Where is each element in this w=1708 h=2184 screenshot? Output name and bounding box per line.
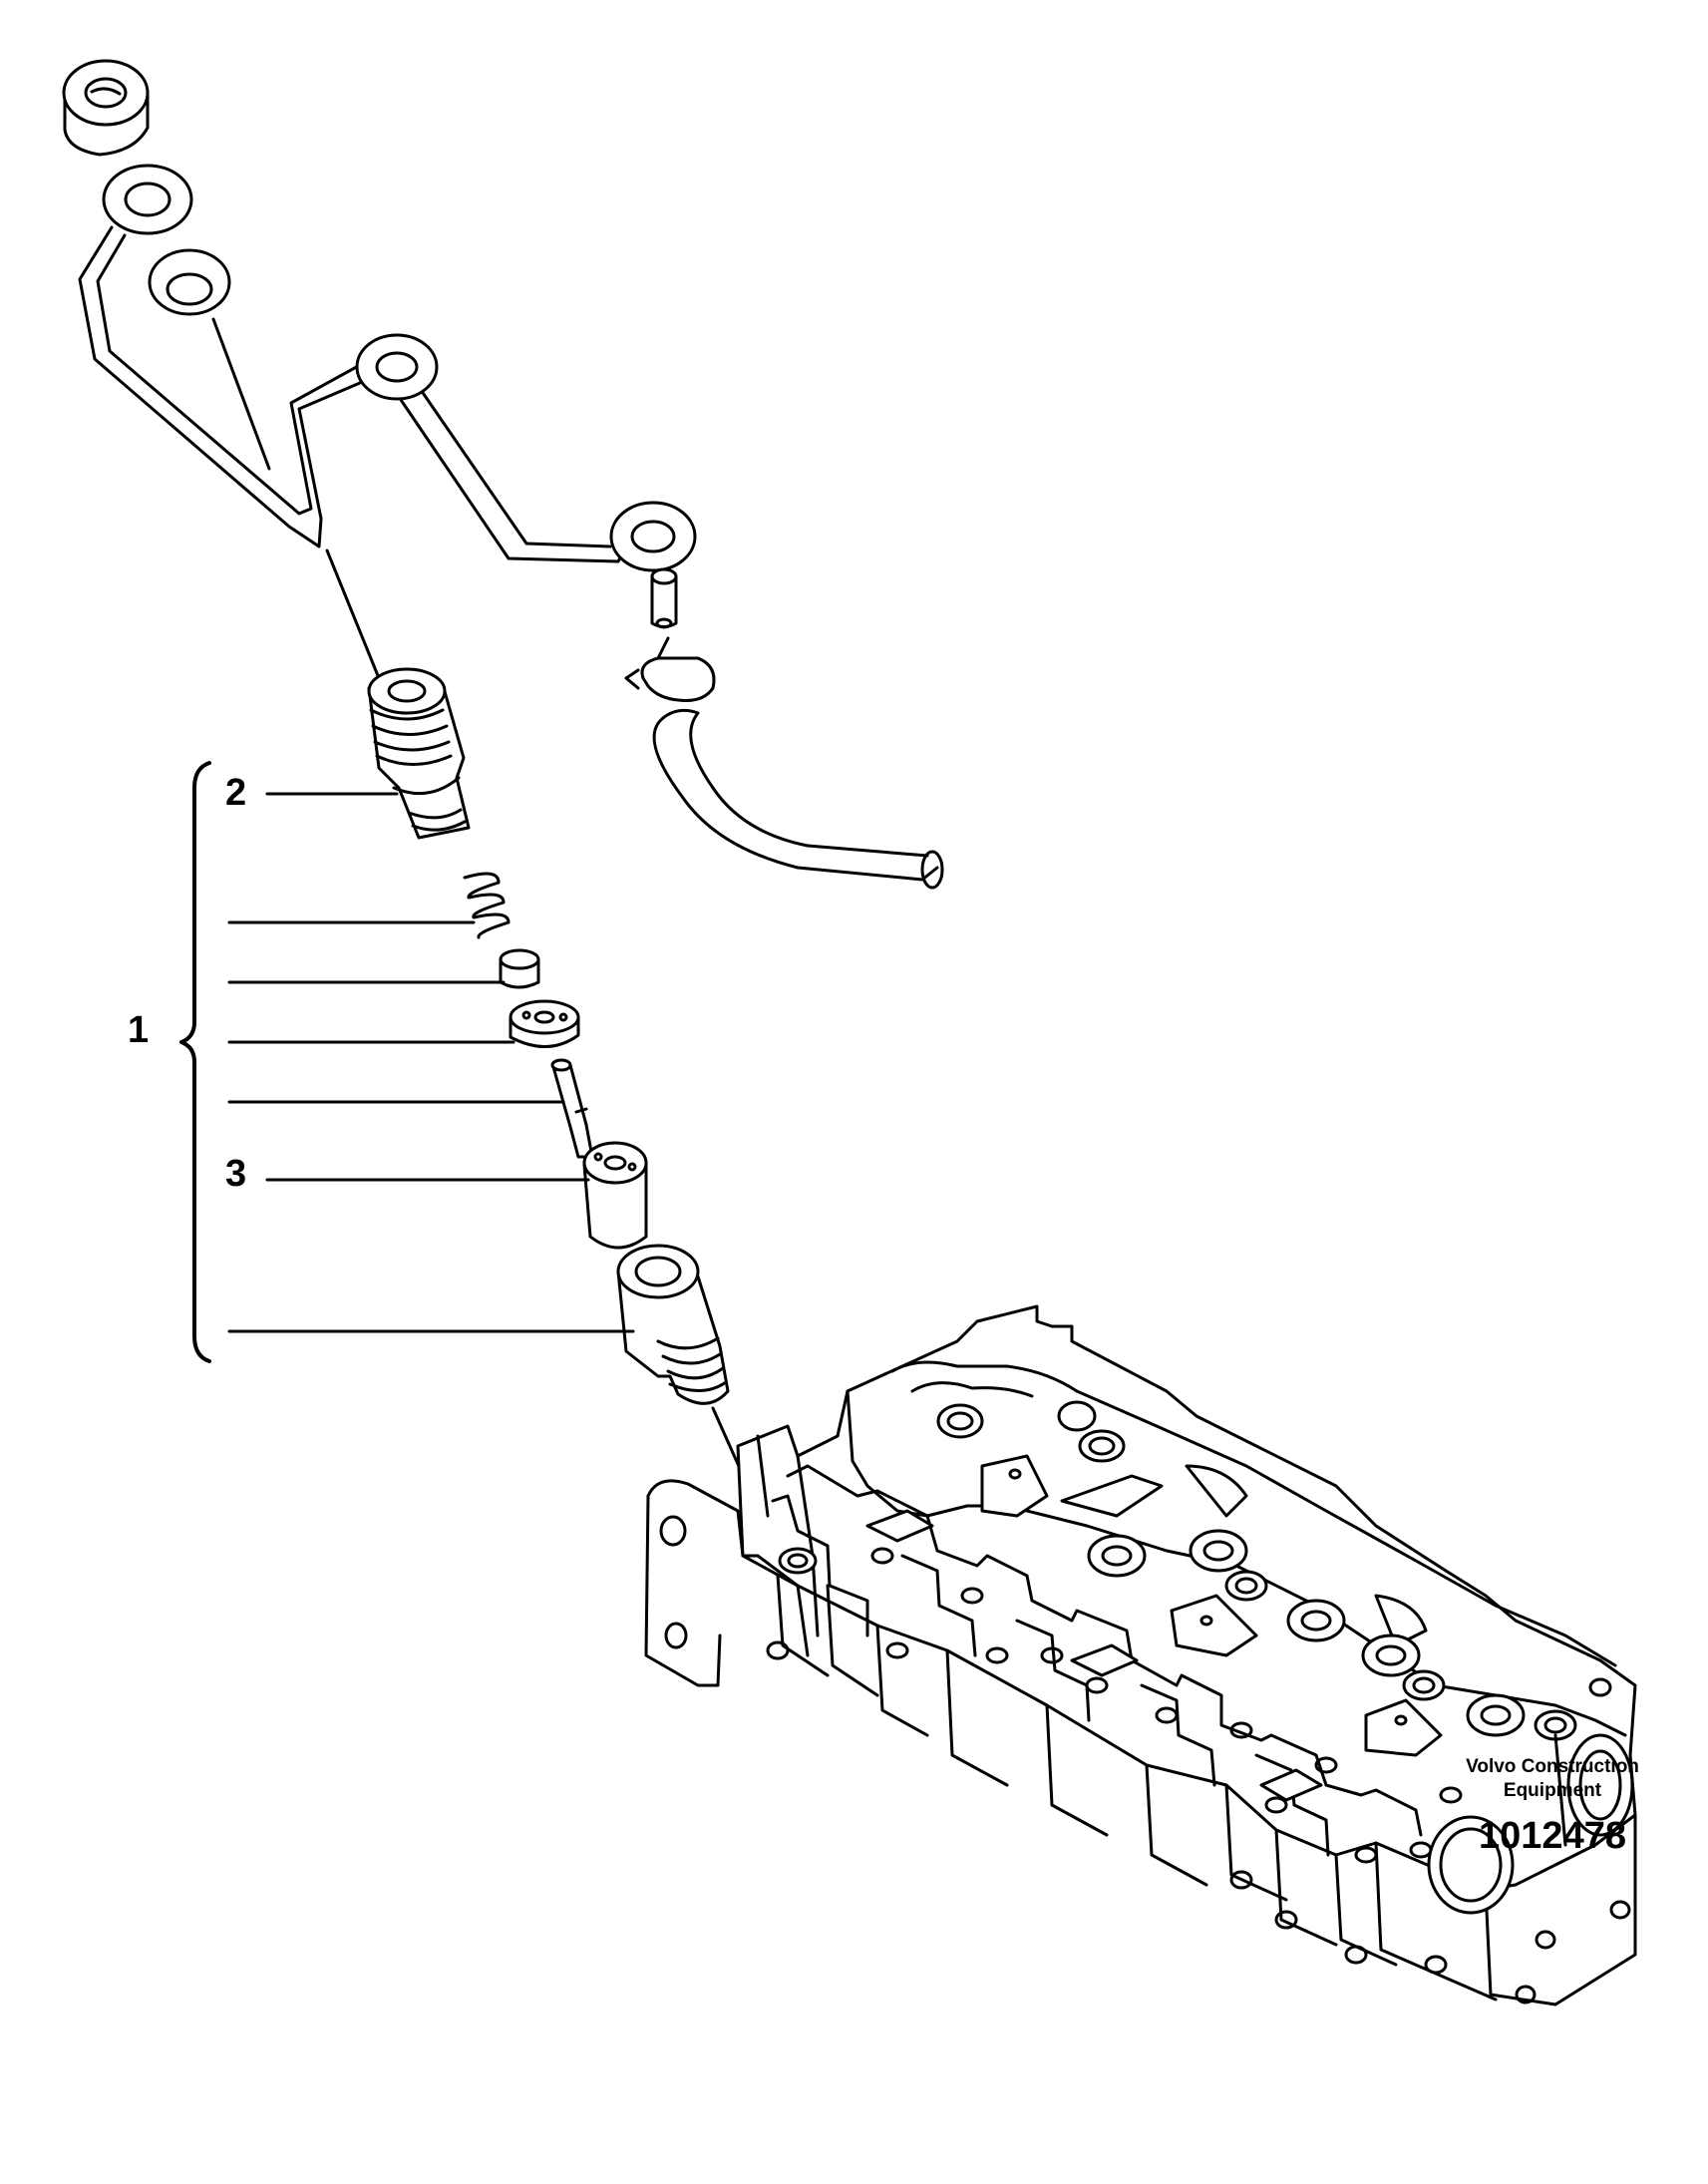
injection-pipe-fitting-top [102, 164, 193, 235]
callout-1: 1 [128, 1009, 150, 1051]
spacer-disc [509, 999, 580, 1048]
assembly-guide-line-top [325, 548, 381, 680]
cylinder-head [644, 1304, 1637, 2006]
spring-seat [499, 948, 540, 989]
maker-line-2: Equipment [1503, 1780, 1602, 1801]
callout-2: 2 [225, 772, 247, 814]
injector-spring [463, 872, 511, 939]
nozzle-retaining-nut [616, 1244, 730, 1405]
injector-holder-body [367, 667, 471, 840]
fuel-line-nut [62, 59, 150, 157]
injector-nozzle [582, 1141, 648, 1250]
maker-line-1: Volvo Construction [1466, 1756, 1639, 1777]
nozzle-needle [550, 1058, 594, 1159]
callout-bracket [179, 761, 211, 1363]
callout-3: 3 [225, 1153, 247, 1195]
injection-pipe-fitting-middle [355, 333, 439, 401]
drawing-number: 1012478 [1479, 1815, 1626, 1857]
injection-pipe-fitting-right [609, 501, 697, 572]
hose-clamp [624, 636, 716, 702]
leak-off-hose [652, 708, 944, 890]
injection-pipe-fitting-second [148, 248, 231, 316]
leak-off-banjo-bolt [650, 567, 678, 629]
